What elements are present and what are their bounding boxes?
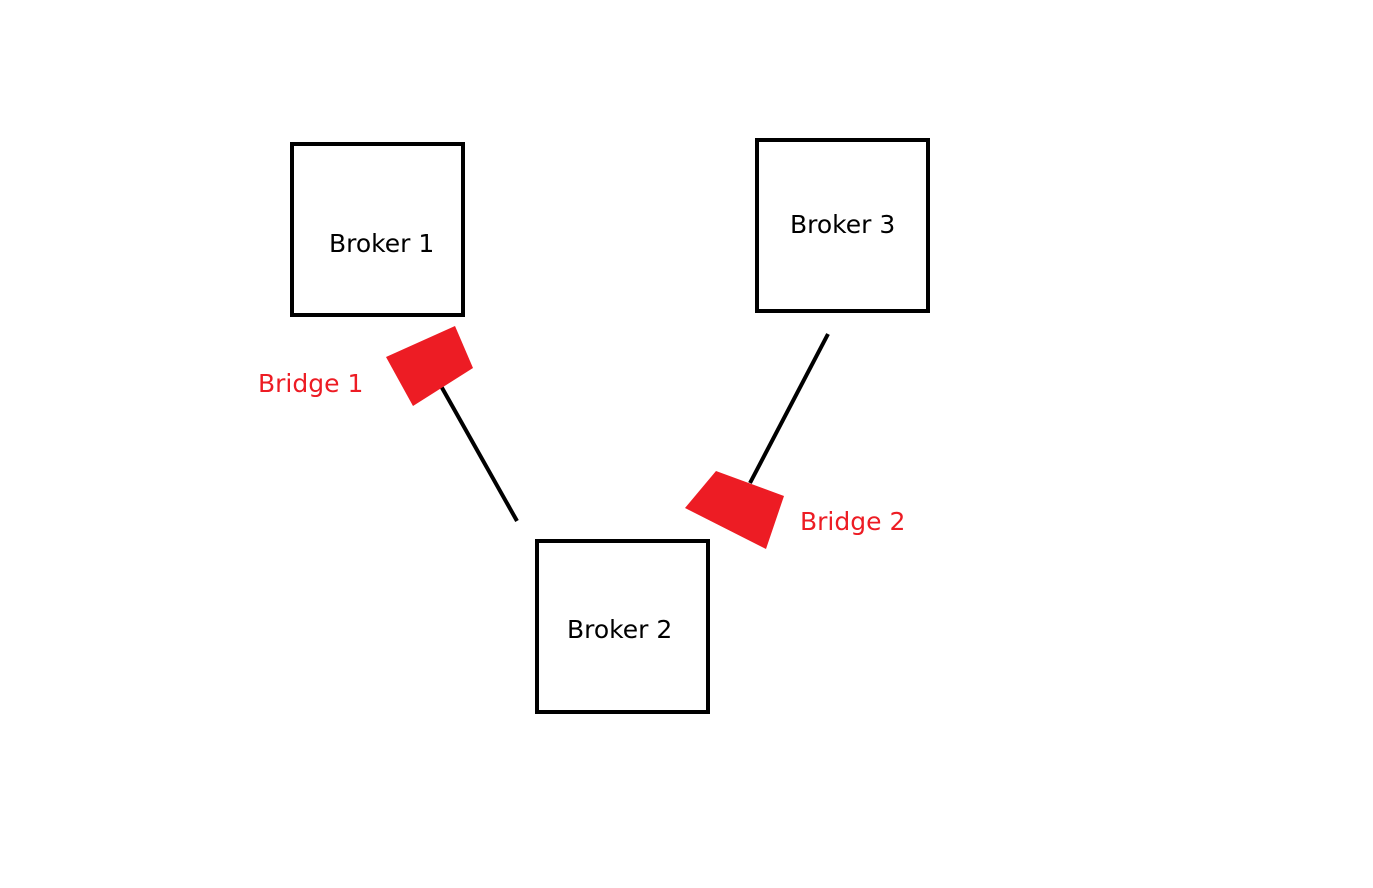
bridge-1-flag	[386, 326, 473, 406]
broker-2-label: Broker 2	[567, 615, 673, 644]
connector-bridge-2	[748, 333, 830, 484]
broker-3-label: Broker 3	[790, 210, 896, 239]
broker-3-box	[755, 138, 930, 313]
broker-1-box	[290, 142, 465, 317]
bridge-2-flag	[685, 471, 784, 549]
bridge-2-label: Bridge 2	[800, 507, 906, 536]
bridge-1-label: Bridge 1	[258, 369, 364, 398]
broker-1-label: Broker 1	[329, 229, 435, 258]
connector-bridge-1	[439, 385, 519, 522]
broker-2-box	[535, 539, 710, 714]
